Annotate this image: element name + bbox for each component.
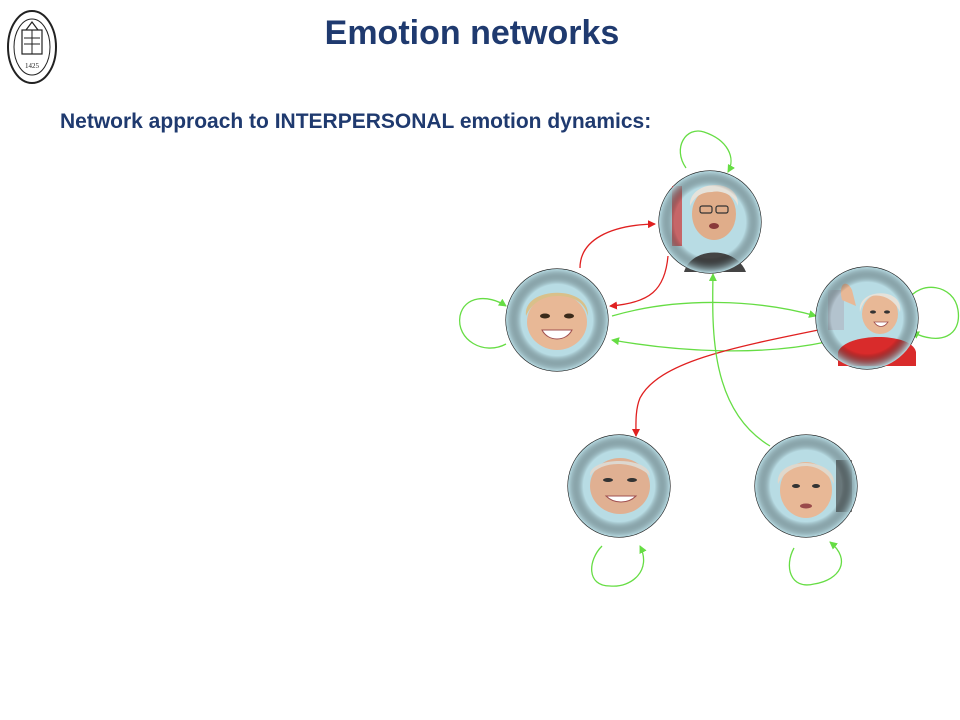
slide-subtitle: Network approach to INTERPERSONAL emotio… bbox=[60, 110, 652, 133]
self-loop-left bbox=[459, 297, 507, 349]
node-person-top bbox=[658, 170, 762, 274]
self-loop-bottom-left bbox=[591, 545, 647, 587]
self-loop-right bbox=[907, 286, 960, 339]
edge-top-to-left bbox=[609, 255, 669, 310]
self-loop-top bbox=[679, 130, 735, 173]
svg-text:1425: 1425 bbox=[25, 62, 40, 70]
edge-left-to-right bbox=[611, 301, 817, 318]
edge-right-to-bottom-left bbox=[631, 325, 839, 437]
node-person-bottom-left bbox=[567, 434, 671, 538]
self-loop-bottom-right bbox=[788, 541, 843, 586]
network-edges bbox=[459, 130, 960, 587]
node-person-left bbox=[505, 268, 609, 372]
edge-right-to-left bbox=[611, 337, 827, 352]
slide-title: Emotion networks bbox=[324, 14, 620, 52]
node-person-bottom-right bbox=[754, 434, 858, 538]
edge-bottom-right-to-top bbox=[708, 273, 771, 447]
edge-left-to-top bbox=[579, 220, 656, 269]
university-seal-logo: 1425 bbox=[7, 10, 57, 84]
node-person-right bbox=[815, 266, 919, 370]
